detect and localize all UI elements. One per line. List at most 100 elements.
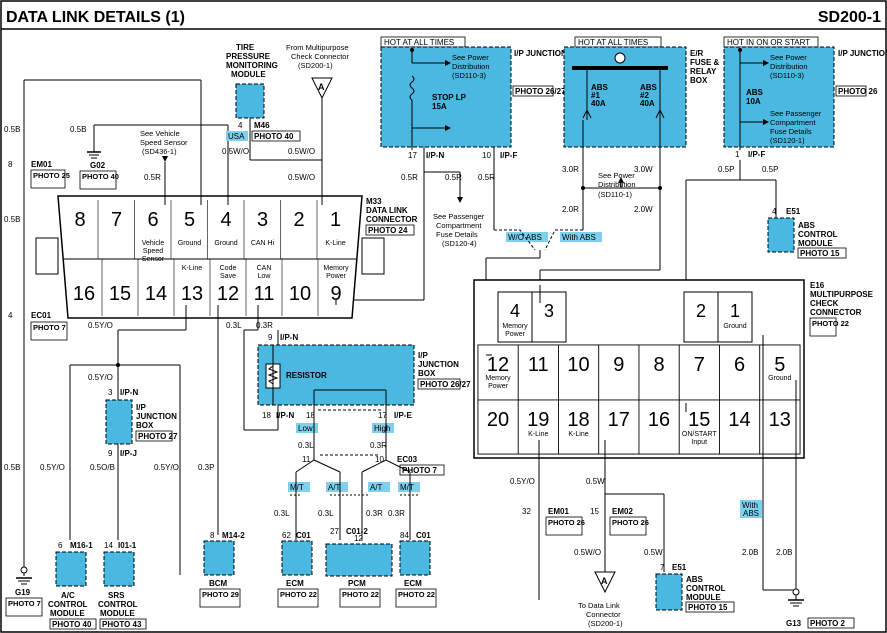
svg-text:JUNCTION: JUNCTION — [418, 360, 459, 369]
svg-text:PHOTO 7: PHOTO 7 — [8, 599, 41, 608]
abs-control-module-top: 4 E51 ABS CONTROL MODULE PHOTO 15 — [767, 207, 847, 259]
svg-text:15A: 15A — [432, 102, 447, 111]
svg-text:0.3L: 0.3L — [226, 321, 242, 330]
e16-r2-6 — [719, 344, 761, 401]
ground-g13: G13 PHOTO 2 — [786, 588, 855, 629]
svg-text:ABS: ABS — [640, 83, 658, 92]
svg-text:0.5B: 0.5B — [4, 215, 20, 224]
e16-cell-4 — [497, 291, 533, 343]
svg-text:PHOTO 7: PHOTO 7 — [33, 323, 66, 332]
svg-text:M/T: M/T — [290, 483, 304, 492]
svg-text:I01-1: I01-1 — [118, 541, 137, 550]
m33-pin-15-number: 15 — [109, 283, 131, 305]
svg-text:0.5W: 0.5W — [586, 477, 605, 486]
svg-text:From Multipurpose: From Multipurpose — [286, 43, 349, 52]
e16-pin-2-number: 2 — [696, 301, 706, 321]
svg-text:8: 8 — [8, 160, 13, 169]
e16-pin-12-label: Power — [488, 383, 509, 390]
e16-r3-20 — [477, 399, 519, 455]
svg-text:CONTROL: CONTROL — [98, 600, 138, 609]
svg-text:See Power: See Power — [598, 171, 635, 180]
svg-text:0.5Y/O: 0.5Y/O — [154, 463, 179, 472]
e16-r3-16 — [638, 399, 680, 455]
svg-text:15: 15 — [590, 507, 599, 516]
svg-text:0.5W/O: 0.5W/O — [288, 147, 315, 156]
svg-text:I/P-N: I/P-N — [280, 333, 298, 342]
svg-text:0.5P: 0.5P — [762, 165, 778, 174]
svg-text:See Vehicle: See Vehicle — [140, 129, 180, 138]
svg-text:M46: M46 — [254, 121, 270, 130]
e16-pin-19-number: 19 — [527, 409, 549, 431]
svg-text:0.5Y/O: 0.5Y/O — [510, 477, 535, 486]
svg-text:I/P JUNCTION BOX: I/P JUNCTION BOX — [838, 49, 887, 58]
svg-text:7: 7 — [660, 563, 665, 572]
svg-text:0.5Y/O: 0.5Y/O — [88, 373, 113, 382]
abs-control-module-bottom: 7 E51 ABS CONTROL MODULE PHOTO 15 — [655, 563, 735, 613]
e16-pin-1-label: Ground — [723, 323, 746, 330]
e16-pin-10-number: 10 — [567, 354, 589, 376]
e16-r2-10 — [558, 344, 600, 401]
svg-text:PHOTO 26: PHOTO 26 — [612, 518, 649, 527]
e16-cell-3 — [531, 291, 567, 343]
svg-text:Distribution: Distribution — [598, 180, 636, 189]
e16-pin-15-number: 15 — [688, 409, 710, 431]
svg-text:CONNECTOR: CONNECTOR — [366, 215, 418, 224]
m33-pin-2-number: 2 — [293, 209, 304, 231]
ac-control-module: 6 M16-1 A/C CONTROL MODULE PHOTO 40 — [48, 541, 97, 630]
svg-text:(SD200-1): (SD200-1) — [588, 619, 623, 628]
svg-text:E51: E51 — [672, 563, 687, 572]
svg-text:E51: E51 — [786, 207, 801, 216]
svg-text:0.5B: 0.5B — [4, 125, 20, 134]
e16-pin-9-number: 9 — [613, 354, 624, 376]
svg-text:PHOTO 15: PHOTO 15 — [800, 249, 840, 258]
m33-pin-1-number: 1 — [330, 209, 341, 231]
svg-text:0.3L: 0.3L — [298, 441, 314, 450]
svg-text:E16: E16 — [810, 281, 825, 290]
svg-text:0.5Y/O: 0.5Y/O — [40, 463, 65, 472]
svg-text:32: 32 — [522, 507, 531, 516]
svg-text:I/P: I/P — [136, 403, 146, 412]
svg-text:A/T: A/T — [370, 483, 383, 492]
svg-text:E/R: E/R — [690, 49, 704, 58]
svg-text:0.5R: 0.5R — [144, 173, 161, 182]
svg-text:0.3R: 0.3R — [256, 321, 273, 330]
m33-pin-13-number: 13 — [181, 283, 203, 305]
svg-text:I/P-E: I/P-E — [394, 411, 412, 420]
m33-pin-6-label: Vehicle — [142, 240, 165, 247]
svg-text:CONTROL: CONTROL — [48, 600, 88, 609]
ground-g02: 0.5B G02 PHOTO 40 — [70, 124, 229, 205]
svg-text:0.5W/O: 0.5W/O — [222, 147, 249, 156]
m33-pin-12-label: Save — [220, 273, 236, 280]
m33-pin-9-label: Power — [326, 273, 347, 280]
box-name: I/P JUNCTION BOX — [514, 49, 587, 58]
svg-text:0.5R: 0.5R — [445, 173, 462, 182]
svg-text:BOX: BOX — [418, 369, 436, 378]
e16-pin-6-number: 6 — [734, 354, 745, 376]
svg-text:#2: #2 — [640, 91, 649, 100]
svg-text:(SD110-3): (SD110-3) — [770, 71, 805, 80]
svg-text:MODULE: MODULE — [231, 70, 266, 79]
svg-text:14: 14 — [104, 541, 113, 550]
e16-r2-11 — [517, 344, 559, 401]
m33-pin-13-label: K-Line — [182, 265, 202, 272]
svg-text:Distribution: Distribution — [452, 62, 490, 71]
m33-pin-16-number: 16 — [73, 283, 95, 305]
svg-text:3.0W: 3.0W — [634, 165, 653, 174]
svg-text:PHOTO 25: PHOTO 25 — [33, 171, 70, 180]
ecm-module-mt: 62 C01 ECM PHOTO 22 — [277, 531, 319, 608]
svg-text:I/P-J: I/P-J — [120, 449, 137, 458]
svg-text:(SD200-1): (SD200-1) — [298, 61, 333, 70]
svg-text:62: 62 — [282, 531, 291, 540]
svg-text:PHOTO 22: PHOTO 22 — [280, 590, 317, 599]
svg-text:RESISTOR: RESISTOR — [286, 371, 327, 380]
e16-pin-8-number: 8 — [653, 354, 664, 376]
svg-text:W/O ABS: W/O ABS — [508, 233, 542, 242]
m33-pin-12-label: Code — [220, 265, 237, 272]
e16-pin-4-label: Power — [505, 331, 526, 338]
svg-text:RELAY: RELAY — [690, 67, 717, 76]
svg-text:84: 84 — [400, 531, 409, 540]
svg-text:Connector: Connector — [586, 610, 621, 619]
box-photo: PHOTO 26/27 — [515, 87, 566, 96]
